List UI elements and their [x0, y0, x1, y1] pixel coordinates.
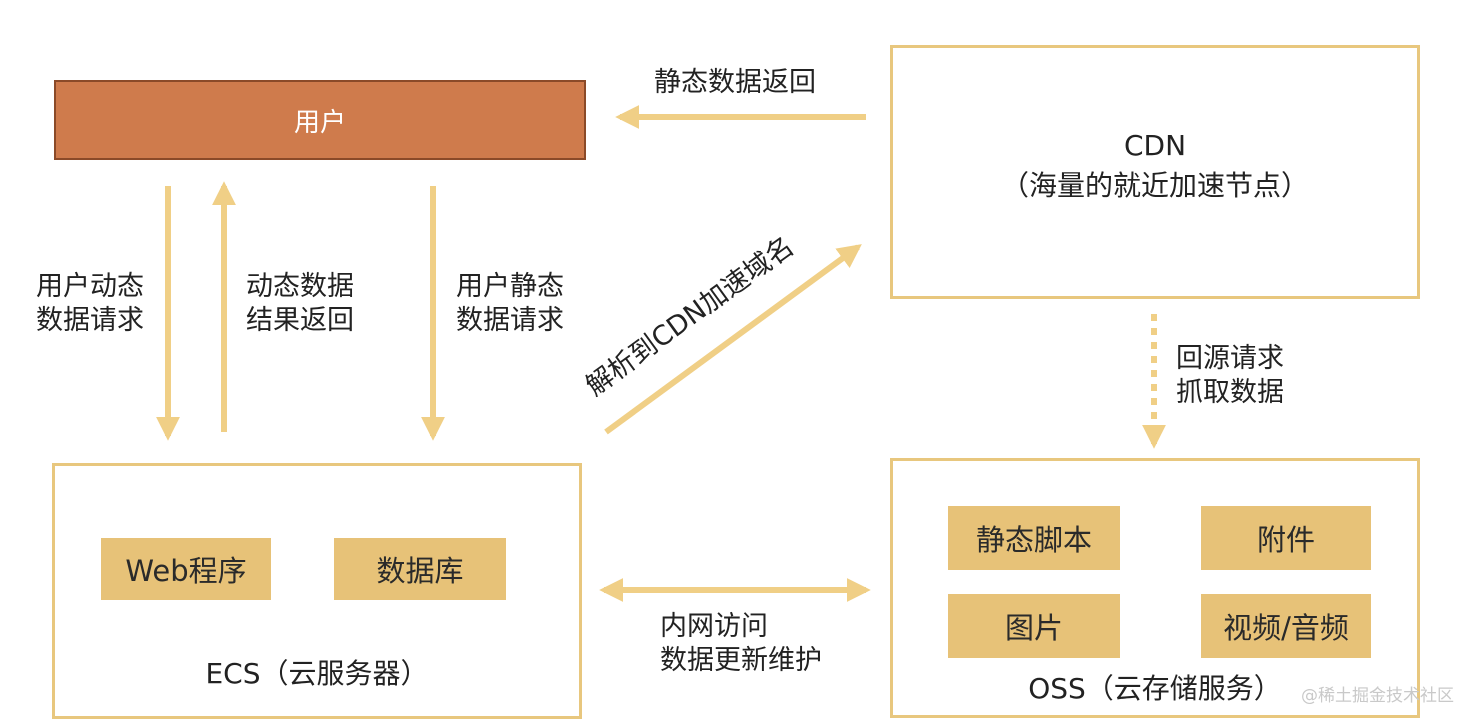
static-script-chip: 静态脚本: [948, 506, 1120, 570]
watermark: @稀土掘金技术社区: [1301, 686, 1454, 706]
image-label: 图片: [1004, 611, 1063, 645]
cdn-title: CDN: [1123, 129, 1187, 162]
origin-fetch-label: 回源请求 抓取数据: [1176, 343, 1284, 408]
arrow-resolve-cdn: [604, 244, 862, 435]
intranet-label: 内网访问 数据更新维护: [660, 611, 822, 676]
video-audio-label: 视频/音频: [1223, 611, 1349, 645]
cdn-subtitle: （海量的就近加速节点）: [1000, 169, 1309, 202]
oss-title: OSS（云存储服务）: [1028, 672, 1282, 705]
static-script-label: 静态脚本: [975, 523, 1092, 557]
user-label: 用户: [293, 107, 346, 138]
attachment-chip: 附件: [1201, 506, 1371, 570]
database-label: 数据库: [376, 554, 464, 588]
database-chip: 数据库: [334, 538, 506, 600]
cdn-node: CDN （海量的就近加速节点）: [890, 45, 1420, 299]
oss-node: 静态脚本 附件 图片 视频/音频 OSS（云存储服务）: [890, 458, 1420, 718]
video-audio-chip: 视频/音频: [1201, 594, 1371, 658]
dynamic-return-label: 动态数据 结果返回: [246, 271, 354, 336]
static-request-label: 用户静态 数据请求: [456, 271, 564, 336]
image-chip: 图片: [948, 594, 1120, 658]
static-return-label: 静态数据返回: [654, 67, 816, 98]
web-program-chip: Web程序: [101, 538, 271, 600]
ecs-title: ECS（云服务器）: [205, 657, 429, 690]
attachment-label: 附件: [1256, 523, 1315, 557]
ecs-node: Web程序 数据库 ECS（云服务器）: [52, 463, 582, 719]
web-program-label: Web程序: [125, 554, 247, 588]
dynamic-request-label: 用户动态 数据请求: [36, 271, 144, 336]
user-node: 用户: [54, 80, 586, 160]
